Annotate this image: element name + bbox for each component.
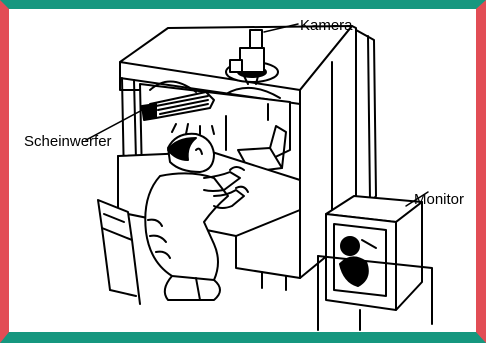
camera-label: Kamera xyxy=(300,18,353,33)
monitor-device xyxy=(318,196,432,330)
spotlight-label: Scheinwerfer xyxy=(24,134,112,149)
monitor-label: Monitor xyxy=(414,192,464,207)
